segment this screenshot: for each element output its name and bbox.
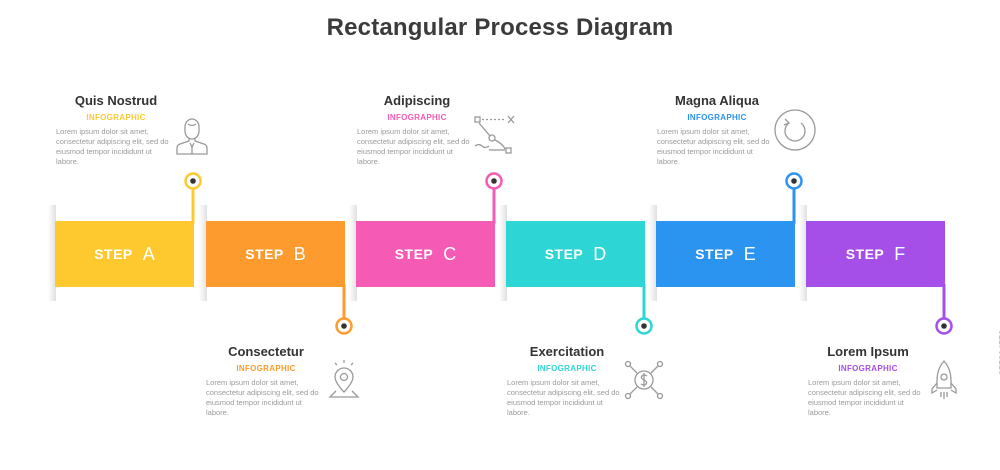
info-block-a: Quis Nostrud INFOGRAPHIC Lorem ipsum dol… xyxy=(56,93,176,167)
step-label-a: STEP A xyxy=(55,221,194,287)
step-letter: B xyxy=(293,244,306,264)
step-word: STEP xyxy=(245,246,284,262)
step-label-e: STEP E xyxy=(656,221,795,287)
step-letter: C xyxy=(443,244,457,264)
step-shadow xyxy=(499,205,507,301)
step-word: STEP xyxy=(695,246,734,262)
block-subtitle: INFOGRAPHIC xyxy=(838,364,898,373)
info-block-f: Lorem Ipsum INFOGRAPHIC Lorem ipsum dolo… xyxy=(808,344,928,418)
block-title: Adipiscing xyxy=(383,93,451,108)
block-description: Lorem ipsum dolor sit amet, consectetur … xyxy=(206,378,319,417)
connector-dot-e xyxy=(791,178,797,184)
block-description: Lorem ipsum dolor sit amet, consectetur … xyxy=(56,127,169,166)
block-subtitle: INFOGRAPHIC xyxy=(86,113,146,122)
info-block-b: Consectetur INFOGRAPHIC Lorem ipsum dolo… xyxy=(206,344,326,418)
step-word: STEP xyxy=(845,246,885,262)
refresh-icon xyxy=(774,109,816,151)
location-pin-icon xyxy=(328,360,360,398)
connector-dot-f xyxy=(941,323,947,329)
step-shadow xyxy=(349,205,357,301)
block-title: Consectetur xyxy=(228,344,304,359)
step-label-c: STEP C xyxy=(356,221,495,287)
step-shadow xyxy=(649,205,657,301)
block-title: Exercitation xyxy=(529,344,605,359)
block-description: Lorem ipsum dolor sit amet, consectetur … xyxy=(657,127,770,166)
step-letter: E xyxy=(743,244,756,264)
step-shadow xyxy=(48,205,56,301)
step-letter: F xyxy=(894,244,906,264)
rocket-icon xyxy=(931,360,957,399)
block-title: Magna Aliqua xyxy=(674,93,760,108)
page-title: Rectangular Process Diagram xyxy=(326,14,674,41)
connector-dot-a xyxy=(190,178,196,184)
step-word: STEP xyxy=(94,246,133,262)
block-subtitle: INFOGRAPHIC xyxy=(537,364,597,373)
step-letter: A xyxy=(142,244,155,264)
block-description: Lorem ipsum dolor sit amet, consectetur … xyxy=(808,378,921,417)
block-description: Lorem ipsum dolor sit amet, consectetur … xyxy=(507,378,620,417)
step-label-d: STEP D xyxy=(506,221,645,287)
connector-dot-c xyxy=(491,178,497,184)
step-shadow xyxy=(799,205,807,301)
block-title: Quis Nostrud xyxy=(74,93,158,108)
step-label-f: STEP F xyxy=(806,221,945,287)
path-route-icon xyxy=(474,115,515,154)
block-description: Lorem ipsum dolor sit amet, consectetur … xyxy=(357,127,470,166)
step-rect-b xyxy=(206,221,345,287)
step-word: STEP xyxy=(394,246,434,262)
block-title: Lorem Ipsum xyxy=(827,344,909,359)
info-block-e: Magna Aliqua INFOGRAPHIC Lorem ipsum dol… xyxy=(657,93,777,167)
dollar-network-icon xyxy=(624,360,664,400)
block-subtitle: INFOGRAPHIC xyxy=(236,364,296,373)
businessman-icon xyxy=(176,118,208,155)
step-rect-d xyxy=(506,221,645,287)
info-block-c: Adipiscing INFOGRAPHIC Lorem ipsum dolor… xyxy=(357,93,477,167)
step-label-b: STEP B xyxy=(206,221,345,287)
connector-dot-b xyxy=(341,323,347,329)
step-shadow xyxy=(199,205,207,301)
step-rect-a xyxy=(55,221,194,287)
connector-dot-d xyxy=(641,323,647,329)
step-word: STEP xyxy=(544,246,584,262)
block-subtitle: INFOGRAPHIC xyxy=(687,113,747,122)
info-block-d: Exercitation INFOGRAPHIC Lorem ipsum dol… xyxy=(507,344,627,418)
step-rect-c xyxy=(356,221,495,287)
step-rect-e xyxy=(656,221,795,287)
block-subtitle: INFOGRAPHIC xyxy=(387,113,447,122)
step-rect-f xyxy=(806,221,945,287)
step-letter: D xyxy=(593,244,607,264)
